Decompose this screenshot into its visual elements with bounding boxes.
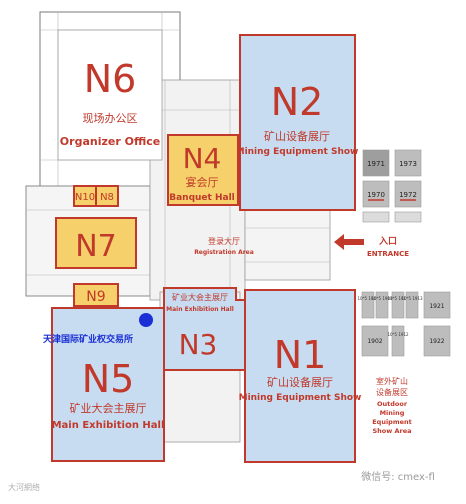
hall-n1-en: Mining Equipment Show (239, 393, 362, 403)
hall-n7[interactable]: N7 (55, 217, 137, 269)
booth-1901[interactable] (375, 291, 389, 319)
booth-1913-label: 10*5 1913 (401, 296, 423, 301)
booth-1902[interactable] (361, 325, 389, 357)
hall-n5-cn: 矿业大会主展厅 (70, 401, 147, 415)
outdoor-area: 室外矿山 设备展区 Outdoor Mining Equipment Show … (372, 376, 412, 435)
booth-1903[interactable] (361, 291, 375, 319)
booth-1922[interactable] (423, 325, 451, 357)
hall-n3[interactable]: 矿业大会主展厅 Main Exhibition Hall N3 (163, 287, 249, 371)
outdoor-en3: Equipment (372, 418, 412, 426)
outdoor-en2: Mining (380, 409, 405, 417)
hall-n10-code: N10 (75, 192, 95, 203)
hall-n2[interactable]: N2 矿山设备展厅 Mining Equipment Show (236, 34, 359, 211)
booth-1973-label: 1973 (399, 160, 417, 168)
hall-n8-code: N8 (100, 192, 114, 203)
booth-1970-label: 1970 (367, 191, 385, 199)
hall-n6[interactable]: N6 现场办公区 Organizer Office (57, 29, 163, 161)
hall-n4-code: N4 (183, 142, 222, 175)
registration-area: 登录大厅 Registration Area (194, 236, 254, 256)
entrance-arrow-icon (334, 234, 364, 250)
booth-1971-label: 1971 (367, 160, 385, 168)
booth-1972-label: 1972 (399, 191, 417, 199)
watermark-right: 微信号: cmex-fl (361, 470, 435, 483)
booths-bottom: 10*5 1903 10*5 1901 1902 10*5 1911 10*5 … (357, 291, 451, 357)
booth-1911[interactable] (391, 291, 405, 319)
location-dot-icon[interactable] (139, 313, 153, 327)
hall-n1-code: N1 (274, 333, 327, 377)
hall-n8[interactable]: N8 (95, 185, 119, 207)
booth-1911-label: 10*5 1911 (387, 296, 409, 301)
hall-n6-code: N6 (84, 57, 137, 101)
booth-1972[interactable] (394, 180, 422, 208)
hall-n6-en: Organizer Office (60, 135, 160, 148)
entrance-marker: 入口 ENTRANCE (334, 234, 409, 258)
hall-n10[interactable]: N10 (73, 185, 97, 207)
registration-cn: 登录大厅 (208, 236, 240, 246)
booth-1912[interactable] (391, 325, 405, 357)
hall-n5[interactable]: N5 矿业大会主展厅 Main Exhibition Hall (51, 307, 165, 462)
booth-1902-label: 1902 (367, 338, 382, 345)
booth-1912-label: 10*5 1912 (387, 332, 409, 337)
booth-1903-label: 10*5 1903 (357, 296, 379, 301)
hall-n2-en: Mining Equipment Show (236, 147, 359, 157)
hall-n3-code: N3 (179, 328, 218, 361)
hall-n9[interactable]: N9 (73, 283, 119, 307)
outdoor-en4: Show Area (372, 427, 411, 435)
booth-1921-label: 1921 (429, 303, 444, 310)
booth-1971[interactable] (362, 149, 390, 177)
booth-1913[interactable] (405, 291, 419, 319)
booth-1973[interactable] (394, 149, 422, 177)
hall-n7-code: N7 (75, 229, 117, 264)
hall-n3-cn: 矿业大会主展厅 (172, 292, 228, 302)
booth-1970[interactable] (362, 180, 390, 208)
marker-label: 天津国际矿业权交易所 (43, 333, 133, 345)
hall-n6-cn: 现场办公区 (83, 111, 138, 125)
hall-n2-cn: 矿山设备展厅 (264, 129, 330, 143)
registration-en: Registration Area (194, 249, 254, 256)
hall-n1[interactable]: N1 矿山设备展厅 Mining Equipment Show (239, 289, 362, 463)
hall-n1-cn: 矿山设备展厅 (267, 375, 333, 389)
entrance-en: ENTRANCE (367, 250, 409, 258)
hall-n3-en: Main Exhibition Hall (166, 306, 234, 313)
entrance-cn: 入口 (378, 236, 397, 247)
hall-n2-code: N2 (271, 80, 324, 124)
booths-top: 1971 1973 1970 1972 (362, 149, 422, 223)
hall-n4[interactable]: N4 宴会厅 Banquet Hall (167, 134, 239, 206)
location-marker: 天津国际矿业权交易所 (43, 313, 153, 345)
outdoor-cn2: 设备展区 (376, 387, 408, 397)
hall-n5-en: Main Exhibition Hall (52, 420, 165, 431)
booth-1901-label: 10*5 1901 (371, 296, 393, 301)
booth-1922-label: 1922 (429, 338, 444, 345)
hall-n9-code: N9 (86, 289, 105, 305)
outdoor-en1: Outdoor (377, 400, 408, 408)
hall-n4-cn: 宴会厅 (186, 175, 219, 189)
hall-n4-en: Banquet Hall (169, 193, 235, 203)
watermark-left: 大河網络 (8, 482, 40, 492)
hall-n5-code: N5 (82, 357, 135, 401)
booth-1921[interactable] (423, 291, 451, 319)
outdoor-cn1: 室外矿山 (376, 376, 408, 386)
watermark: 大河網络 微信号: cmex-fl (8, 470, 435, 492)
